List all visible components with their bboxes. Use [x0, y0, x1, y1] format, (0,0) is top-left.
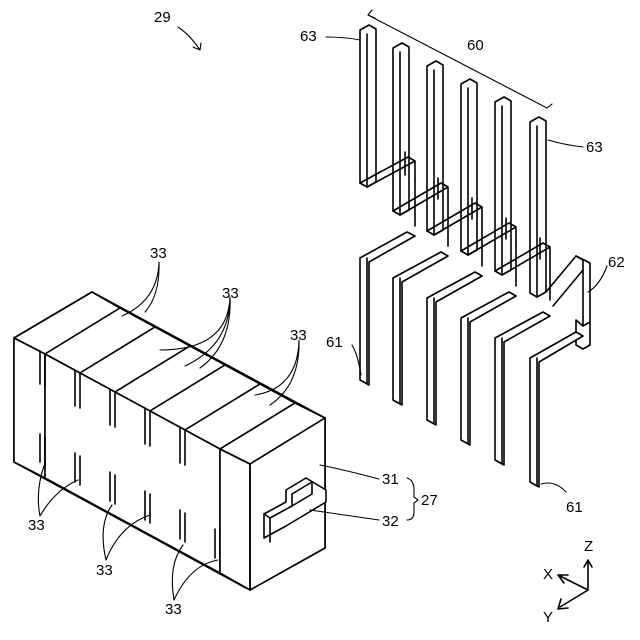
body-group-label: 27: [421, 493, 438, 508]
upper-pins: [360, 25, 546, 297]
slot-label-top-3: 33: [290, 328, 307, 343]
slot-label-bottom-1: 33: [28, 518, 45, 533]
axis-triad: [558, 560, 592, 609]
terminal-group-label: 60: [467, 38, 484, 53]
terminal-group: [360, 25, 590, 487]
figure-reference-label: 29: [154, 10, 171, 25]
slot-label-bottom-2: 33: [96, 563, 113, 578]
axis-z-label: Z: [584, 539, 593, 554]
bend-62: [546, 256, 590, 349]
upper-end-label-left: 63: [300, 29, 317, 44]
slot-label-top-2: 33: [222, 286, 239, 301]
axis-x-label: X: [543, 567, 553, 582]
housing-block: [14, 292, 326, 590]
axis-y-label: Y: [543, 610, 553, 625]
lower-end-label-right: 61: [566, 500, 583, 515]
upper-end-label-right: 63: [586, 140, 603, 155]
lower-end-label-left: 61: [326, 335, 343, 350]
joggle-links: [360, 152, 550, 300]
body-outer-label: 31: [382, 472, 399, 487]
body-inner-label: 32: [382, 514, 399, 529]
bend-label: 62: [608, 255, 625, 270]
slot-label-bottom-3: 33: [165, 602, 182, 617]
slot-label-top-1: 33: [150, 246, 167, 261]
